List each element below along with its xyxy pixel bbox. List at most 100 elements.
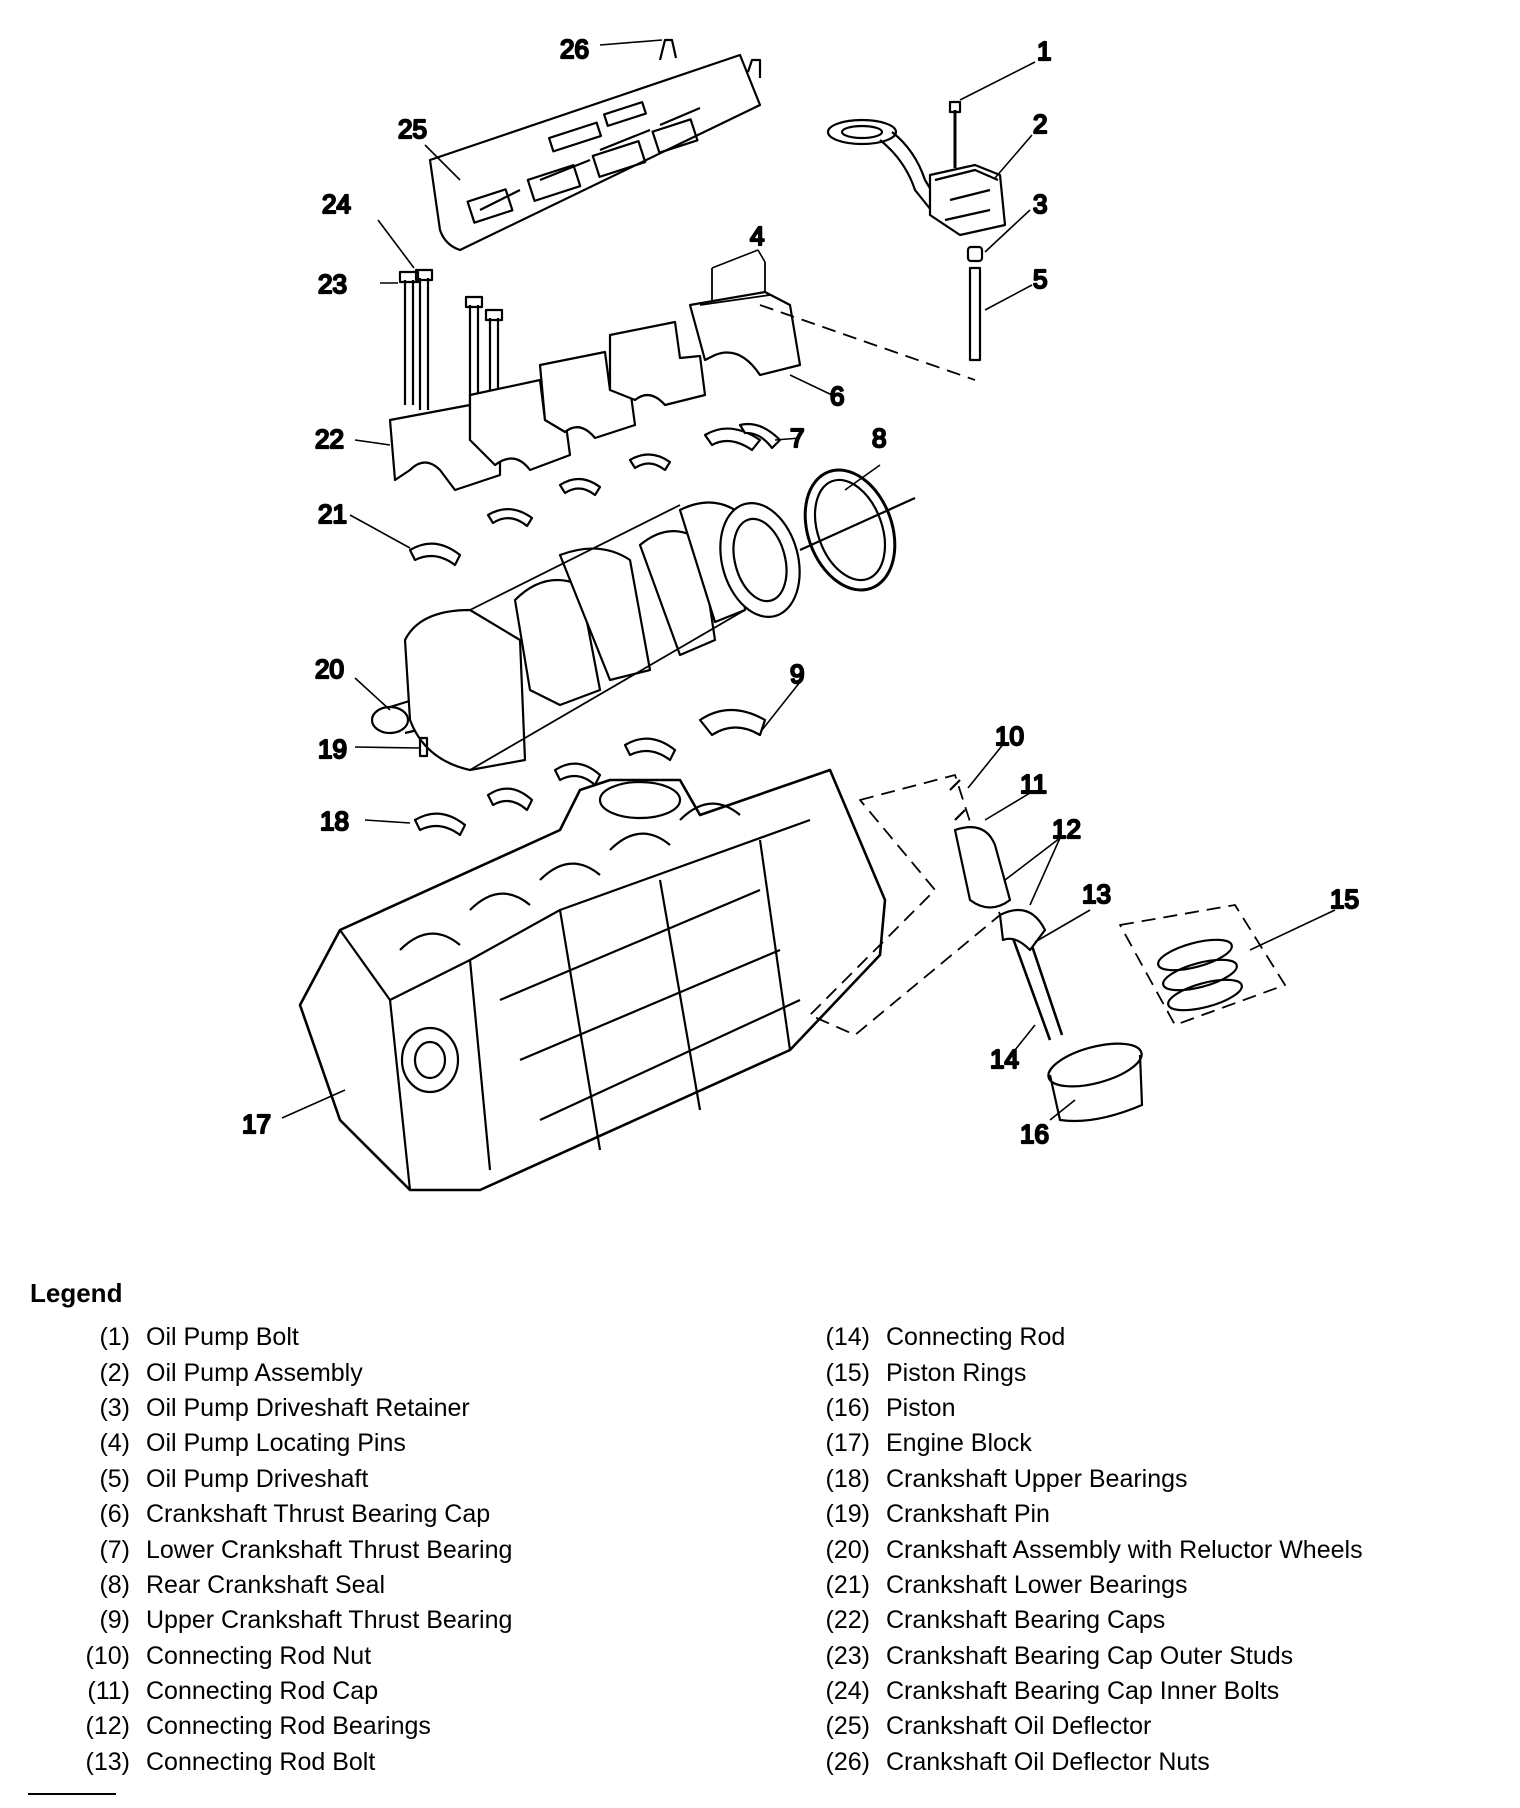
legend-item-label: Upper Crankshaft Thrust Bearing <box>146 1606 513 1635</box>
rear-crankshaft-seal-drawing <box>799 468 916 592</box>
callout-4: 4 <box>750 221 764 251</box>
legend-item-number: (15) <box>825 1358 870 1387</box>
callout-18: 18 <box>320 806 349 836</box>
engine-block-drawing <box>298 768 887 1192</box>
legend-item-label: Piston Rings <box>886 1358 1027 1387</box>
legend-item: (9) Upper Crankshaft Thrust Bearing <box>50 1603 512 1638</box>
legend-item-label: Connecting Rod Nut <box>146 1641 372 1670</box>
legend-item-label: Connecting Rod <box>886 1323 1066 1352</box>
callout-2: 2 <box>1033 109 1047 139</box>
legend-item: (25)Crankshaft Oil Deflector <box>790 1709 1363 1744</box>
callout-25: 25 <box>398 114 427 144</box>
legend-item: (10) Connecting Rod Nut <box>50 1639 512 1674</box>
legend-item-number: (22) <box>825 1606 870 1635</box>
legend-item-number: (2) <box>99 1358 130 1387</box>
callout-23: 23 <box>318 269 347 299</box>
bearing-shells-drawing <box>408 422 782 837</box>
oil-pump-drawing <box>826 100 1007 237</box>
legend-item-number: (3) <box>99 1393 130 1422</box>
legend-item-number: (21) <box>825 1570 870 1599</box>
legend-item-label: Crankshaft Assembly with Reluctor Wheels <box>886 1535 1363 1564</box>
legend-item: (24)Crankshaft Bearing Cap Inner Bolts <box>790 1674 1363 1709</box>
callout-6: 6 <box>830 381 844 411</box>
legend-item-number: (11) <box>87 1677 130 1706</box>
legend-item-label: Oil Pump Driveshaft <box>146 1464 369 1493</box>
legend-item-label: Crankshaft Thrust Bearing Cap <box>146 1500 491 1529</box>
legend-item: (7) Lower Crankshaft Thrust Bearing <box>50 1532 512 1567</box>
legend-item: (18) Crankshaft Upper Bearings <box>790 1462 1363 1497</box>
crankshaft-pin-drawing <box>418 736 429 758</box>
legend-item-label: Oil Pump Assembly <box>146 1358 363 1387</box>
callout-5: 5 <box>1033 264 1047 294</box>
legend-item-label: Crankshaft Oil Deflector Nuts <box>886 1747 1210 1776</box>
legend-item-number: (5) <box>99 1464 130 1493</box>
callout-22: 22 <box>315 424 344 454</box>
callout-16: 16 <box>1020 1119 1049 1149</box>
callout-26: 26 <box>560 34 589 64</box>
legend-item-number: (23) <box>825 1641 870 1670</box>
legend-item-number: (19) <box>825 1500 870 1529</box>
callout-14: 14 <box>990 1044 1019 1074</box>
legend-item: (21) Crankshaft Lower Bearings <box>790 1568 1363 1603</box>
legend-item: (4) Oil Pump Locating Pins <box>50 1426 512 1461</box>
legend-item-label: Lower Crankshaft Thrust Bearing <box>146 1535 513 1564</box>
legend-item: (5) Oil Pump Driveshaft <box>50 1462 512 1497</box>
exploded-engine-diagram: 1 2 3 4 5 6 7 8 9 10 11 12 13 14 15 16 1… <box>241 33 1360 1192</box>
legend-item-label: Oil Pump Driveshaft Retainer <box>146 1393 470 1422</box>
legend-item: (8) Rear Crankshaft Seal <box>50 1568 512 1603</box>
callout-24: 24 <box>322 189 351 219</box>
legend-item-number: (25) <box>825 1712 870 1741</box>
legend-item: (22)Crankshaft Bearing Caps <box>790 1603 1363 1638</box>
legend-item-label: Crankshaft Upper Bearings <box>886 1464 1188 1493</box>
legend-item-number: (9) <box>99 1606 130 1635</box>
legend-item: (13)Connecting Rod Bolt <box>50 1745 512 1780</box>
legend-item: (3) Oil Pump Driveshaft Retainer <box>50 1391 512 1426</box>
legend-item: (17)Engine Block <box>790 1426 1363 1461</box>
crankshaft-drawing <box>370 501 801 772</box>
oil-pump-driveshaft-drawing <box>966 245 984 362</box>
bearing-caps-drawing <box>388 262 802 492</box>
legend-item-number: (8) <box>99 1570 130 1599</box>
legend-item-number: (4) <box>99 1429 130 1458</box>
legend-item: (19) Crankshaft Pin <box>790 1497 1363 1532</box>
legend-item: (2) Oil Pump Assembly <box>50 1355 512 1390</box>
legend-item-label: Connecting Rod Cap <box>146 1677 379 1706</box>
callout-8: 8 <box>872 423 886 453</box>
leader-lines <box>281 39 1336 1121</box>
callout-21: 21 <box>318 499 347 529</box>
callout-17: 17 <box>242 1109 271 1139</box>
legend-item-label: Crankshaft Bearing Cap Outer Studs <box>886 1641 1294 1670</box>
legend-item-number: (6) <box>99 1500 130 1529</box>
callout-15: 15 <box>1330 884 1359 914</box>
legend-item: (20)Crankshaft Assembly with Reluctor Wh… <box>790 1532 1363 1567</box>
legend-item: (1)Oil Pump Bolt <box>50 1320 512 1355</box>
callout-1: 1 <box>1037 36 1051 66</box>
callout-9: 9 <box>790 659 804 689</box>
legend-item: (16)Piston <box>790 1391 1363 1426</box>
connecting-rod-assembly-drawing <box>809 774 1286 1123</box>
legend-item-label: Rear Crankshaft Seal <box>146 1570 386 1599</box>
legend-item: (11) Connecting Rod Cap <box>50 1674 512 1709</box>
callout-12: 12 <box>1052 814 1081 844</box>
legend-item-number: (14) <box>825 1323 870 1352</box>
legend-item-number: (10) <box>85 1641 130 1670</box>
legend-item-number: (12) <box>85 1712 130 1741</box>
legend-item-label: Crankshaft Lower Bearings <box>886 1570 1188 1599</box>
oil-deflector-drawing <box>428 38 762 252</box>
legend-item: (15) Piston Rings <box>790 1355 1363 1390</box>
legend-item-label: Crankshaft Pin <box>886 1500 1050 1529</box>
callout-11: 11 <box>1020 769 1047 799</box>
legend-item-number: (18) <box>825 1464 870 1493</box>
legend-item: (6) Crankshaft Thrust Bearing Cap <box>50 1497 512 1532</box>
legend-item-number: (1) <box>99 1323 130 1352</box>
callout-10: 10 <box>995 721 1024 751</box>
legend-item: (26)Crankshaft Oil Deflector Nuts <box>790 1745 1363 1780</box>
legend-item-label: Oil Pump Locating Pins <box>146 1429 406 1458</box>
callout-20: 20 <box>315 654 344 684</box>
legend-item-number: (7) <box>99 1535 130 1564</box>
callout-7: 7 <box>790 423 804 453</box>
legend-item-label: Connecting Rod Bearings <box>146 1712 431 1741</box>
legend-title: Legend <box>30 1278 123 1308</box>
legend-item: (12) Connecting Rod Bearings <box>50 1709 512 1744</box>
legend-item-number: (13) <box>85 1747 130 1776</box>
